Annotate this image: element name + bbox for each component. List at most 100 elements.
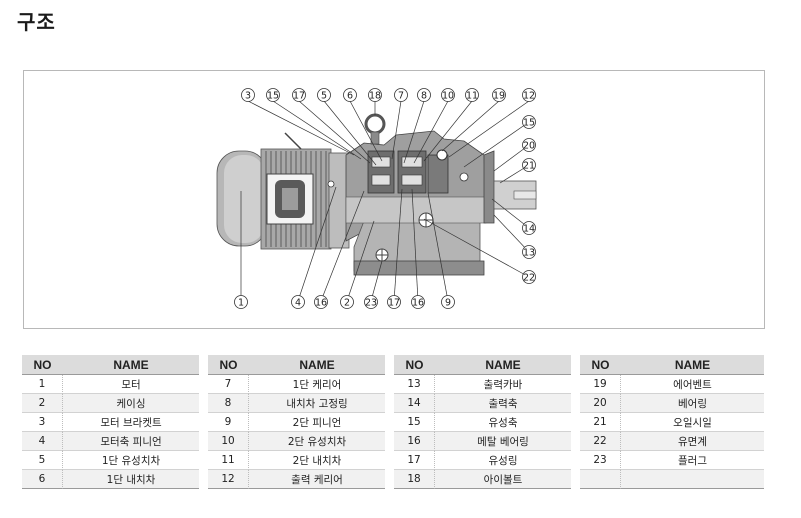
- svg-text:7: 7: [398, 91, 404, 102]
- svg-text:18: 18: [369, 91, 381, 102]
- callout-top-4: 5: [317, 88, 331, 102]
- part-name: 출력카바: [435, 375, 571, 394]
- callout-top-5: 6: [343, 88, 357, 102]
- part-name: 유성축: [435, 413, 571, 432]
- header-no: NO: [208, 355, 249, 375]
- callout-top-3: 17: [292, 88, 306, 102]
- part-name: 출력 케리어: [249, 470, 385, 489]
- part-name: [621, 470, 764, 489]
- part-no: 5: [22, 451, 63, 470]
- callout-top-11: 19: [492, 88, 506, 102]
- part-no: 10: [208, 432, 249, 451]
- part-name: 유면계: [621, 432, 764, 451]
- table-row: 5 1단 유성치차 11 2단 내치차 17 유성링 23 플러그: [22, 451, 764, 470]
- callout-right-6: 22: [522, 270, 536, 284]
- callout-bottom-4: 2: [340, 295, 354, 309]
- part-no: 7: [208, 375, 249, 394]
- part-no: 13: [394, 375, 435, 394]
- part-no: 23: [580, 451, 621, 470]
- part-no: 20: [580, 394, 621, 413]
- svg-text:14: 14: [523, 224, 535, 235]
- svg-text:15: 15: [523, 118, 535, 129]
- table-header-row: NO NAME NO NAME NO NAME NO NAME: [22, 355, 764, 375]
- table-row: 4 모터축 피니언 10 2단 유성치차 16 메탈 베어링 22 유면계: [22, 432, 764, 451]
- part-name: 내치차 고정링: [249, 394, 385, 413]
- part-name: 아이볼트: [435, 470, 571, 489]
- svg-text:16: 16: [315, 298, 327, 309]
- callout-bottom-6: 17: [387, 295, 401, 309]
- part-name: 유성링: [435, 451, 571, 470]
- callout-top-7: 7: [394, 88, 408, 102]
- part-no: 12: [208, 470, 249, 489]
- parts-list-table: NO NAME NO NAME NO NAME NO NAME 1 모터 7 1…: [22, 355, 764, 489]
- svg-text:13: 13: [523, 248, 535, 259]
- part-name: 에어벤트: [621, 375, 764, 394]
- svg-text:21: 21: [523, 161, 535, 172]
- callout-bottom-8: 9: [441, 295, 455, 309]
- part-no: 15: [394, 413, 435, 432]
- callout-leader-lines: [240, 100, 530, 302]
- table-row: 1 모터 7 1단 케리어 13 출력카바 19 에어벤트: [22, 375, 764, 394]
- callout-right-2: 20: [522, 138, 536, 152]
- svg-text:9: 9: [445, 298, 451, 309]
- callout-right-5: 13: [522, 245, 536, 259]
- part-no: 16: [394, 432, 435, 451]
- motor-illustration: [216, 132, 350, 250]
- part-name: 베어링: [621, 394, 764, 413]
- header-no: NO: [22, 355, 63, 375]
- callout-top-9: 10: [441, 88, 455, 102]
- header-no: NO: [580, 355, 621, 375]
- svg-text:10: 10: [442, 91, 454, 102]
- table-row: 3 모터 브라켓트 9 2단 피니언 15 유성축 21 오일시일: [22, 413, 764, 432]
- callout-top-1: 3: [241, 88, 255, 102]
- part-no: 19: [580, 375, 621, 394]
- header-no: NO: [394, 355, 435, 375]
- part-name: 출력축: [435, 394, 571, 413]
- page-title: 구조: [17, 10, 56, 34]
- part-name: 오일시일: [621, 413, 764, 432]
- callout-bottom-2: 4: [291, 295, 305, 309]
- callout-top-2: 15: [266, 88, 280, 102]
- part-name: 모터축 피니언: [63, 432, 199, 451]
- svg-text:5: 5: [321, 91, 327, 102]
- part-name: 모터 브라켓트: [63, 413, 199, 432]
- svg-text:15: 15: [267, 91, 279, 102]
- part-no: 14: [394, 394, 435, 413]
- structure-diagram-frame: 3 15 17 5 6 18 7 8 10 11 19 12 15 20 21 …: [23, 70, 765, 329]
- svg-text:4: 4: [295, 298, 301, 309]
- planetary-gear-stages: [327, 149, 469, 194]
- svg-text:20: 20: [523, 141, 535, 152]
- part-name: 플러그: [621, 451, 764, 470]
- part-name: 메탈 베어링: [435, 432, 571, 451]
- svg-text:3: 3: [245, 91, 251, 102]
- part-name: 1단 유성치차: [63, 451, 199, 470]
- part-no: 11: [208, 451, 249, 470]
- svg-text:19: 19: [493, 91, 505, 102]
- part-no: 4: [22, 432, 63, 451]
- callout-labels: 3 15 17 5 6 18 7 8 10 11 19 12 15 20 21 …: [234, 88, 536, 309]
- svg-text:2: 2: [344, 298, 350, 309]
- callout-top-8: 8: [417, 88, 431, 102]
- svg-text:23: 23: [365, 298, 377, 309]
- part-name: 1단 내치차: [63, 470, 199, 489]
- part-no: [580, 470, 621, 489]
- callout-bottom-3: 16: [314, 295, 328, 309]
- svg-text:16: 16: [412, 298, 424, 309]
- table-row: 6 1단 내치차 12 출력 케리어 18 아이볼트: [22, 470, 764, 489]
- header-name: NAME: [435, 355, 571, 375]
- svg-text:17: 17: [293, 91, 305, 102]
- part-name: 2단 피니언: [249, 413, 385, 432]
- part-name: 모터: [63, 375, 199, 394]
- callout-right-3: 21: [522, 158, 536, 172]
- header-name: NAME: [249, 355, 385, 375]
- part-name: 2단 유성치차: [249, 432, 385, 451]
- part-name: 케이싱: [63, 394, 199, 413]
- callout-right-4: 14: [522, 221, 536, 235]
- part-no: 17: [394, 451, 435, 470]
- part-no: 22: [580, 432, 621, 451]
- part-no: 18: [394, 470, 435, 489]
- svg-text:17: 17: [388, 298, 400, 309]
- callout-top-6: 18: [368, 88, 382, 102]
- part-no: 8: [208, 394, 249, 413]
- callout-right-1: 15: [522, 115, 536, 129]
